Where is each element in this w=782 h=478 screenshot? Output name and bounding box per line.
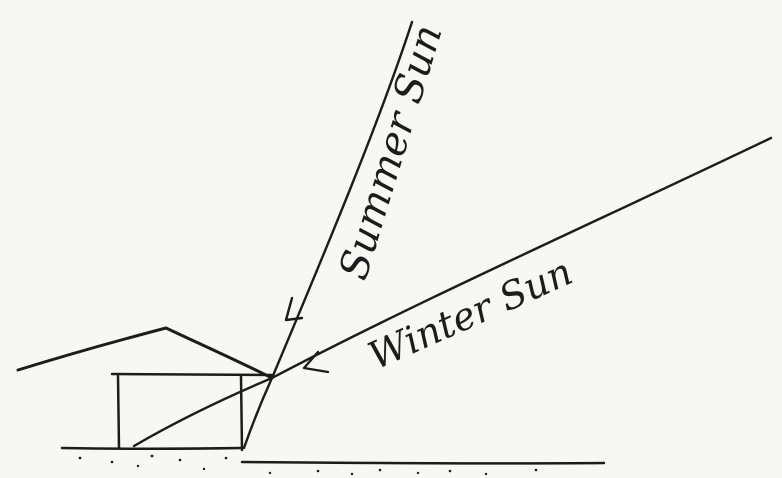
- house: [16, 326, 274, 452]
- ground-line-left: [60, 446, 244, 450]
- summer-sun-arrow-icon: [284, 296, 304, 322]
- winter-sun-arrow-icon: [302, 350, 330, 374]
- house-roof: [16, 326, 274, 380]
- house-wall-right: [239, 374, 244, 452]
- house-eave: [110, 372, 274, 377]
- summer-sun-label: Summer Sun: [331, 20, 452, 285]
- ground-speckles: [78, 454, 538, 476]
- house-wall-left: [116, 374, 121, 450]
- winter-sun-ray: [132, 136, 773, 448]
- winter-sun-label: Winter Sun: [362, 249, 579, 378]
- ground: [60, 446, 606, 476]
- winter-sun-line: [132, 136, 773, 448]
- summer-sun-line: [242, 20, 414, 450]
- summer-sun-ray: [242, 20, 414, 450]
- ground-line-right: [240, 460, 606, 465]
